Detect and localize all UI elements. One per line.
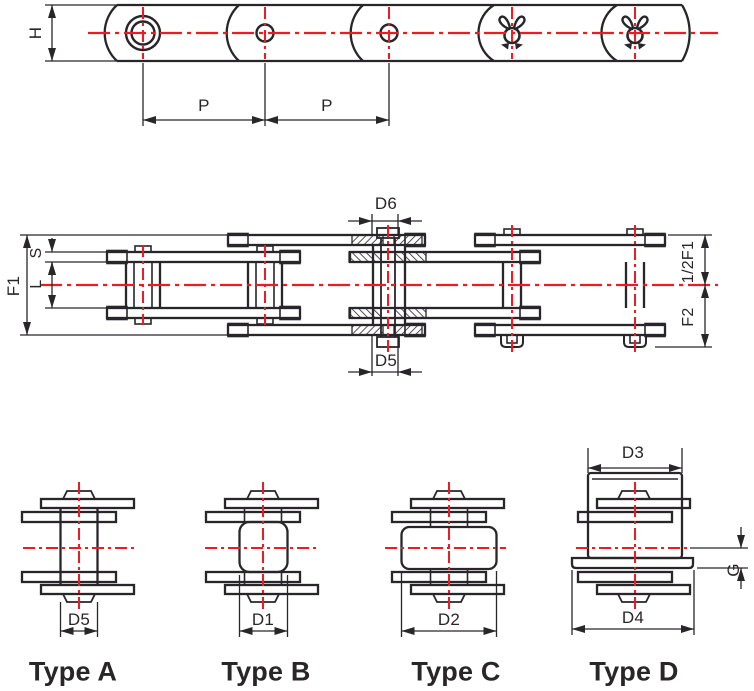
plate-end-cap: [279, 305, 301, 321]
plate-end-cap: [106, 305, 128, 321]
d5-dimension-label: D5: [374, 351, 398, 370]
f2-dimension-label: F2: [680, 307, 697, 327]
type-view-dimensions: [59, 448, 748, 637]
l-dimension-label: L: [28, 279, 45, 289]
plate-end-cap: [644, 322, 666, 338]
section-hatching: [348, 234, 427, 336]
plate-end-cap: [474, 232, 496, 248]
plan-view: [105, 227, 667, 348]
f1-dimension-label: F1: [4, 275, 23, 297]
p-dimension-label: P: [321, 96, 333, 115]
plate-end-cap: [644, 232, 666, 248]
cotter-pin-glyph: [498, 15, 526, 50]
roller-flange: [570, 556, 695, 570]
type-b-title: Type B: [221, 656, 311, 687]
type-c-title: Type C: [411, 656, 501, 687]
plate-end-cap: [519, 305, 541, 321]
plate-end-cap: [279, 249, 301, 265]
plate-end-cap: [474, 322, 496, 338]
plate-end-cap: [106, 249, 128, 265]
plan-view-dimensions: [20, 214, 712, 376]
type-a-title: Type A: [28, 656, 118, 687]
side-view-dimensions: [45, 4, 390, 126]
type-d-view: [570, 471, 695, 603]
cotter-retainer: [500, 334, 647, 348]
callout-patch: [617, 442, 663, 456]
half-f1-dimension-label: 1/2F1: [680, 240, 697, 284]
type-d-bottom-dim-label: D4: [621, 608, 645, 627]
right-end-arc: [681, 4, 691, 62]
type-b-bottom-dim-label: D1: [251, 610, 275, 629]
cotter-pin-glyph: [621, 15, 649, 50]
plan-view-centerlines: [40, 225, 718, 353]
d6-dimension-label: D6: [374, 194, 398, 213]
type-a-view: [20, 490, 136, 603]
type-d-top-dim-label: D3: [621, 443, 645, 462]
type-a-bottom-dim-label: D5: [67, 610, 91, 629]
plate-end-cap: [519, 249, 541, 265]
type-view-centerlines: [23, 482, 688, 610]
plate-end-cap: [227, 322, 249, 338]
s-dimension-label: S: [28, 247, 45, 259]
h-dimension-label: H: [26, 26, 45, 40]
p-dimension-label: P: [198, 96, 210, 115]
side-view-centerlines: [88, 7, 718, 59]
bushing-outline: [59, 508, 99, 585]
type-d-side-dim-label: G: [724, 563, 743, 577]
plate-end-cap: [227, 232, 249, 248]
type-c-bottom-dim-label: D2: [437, 610, 461, 629]
type-d-title: Type D: [589, 656, 679, 687]
